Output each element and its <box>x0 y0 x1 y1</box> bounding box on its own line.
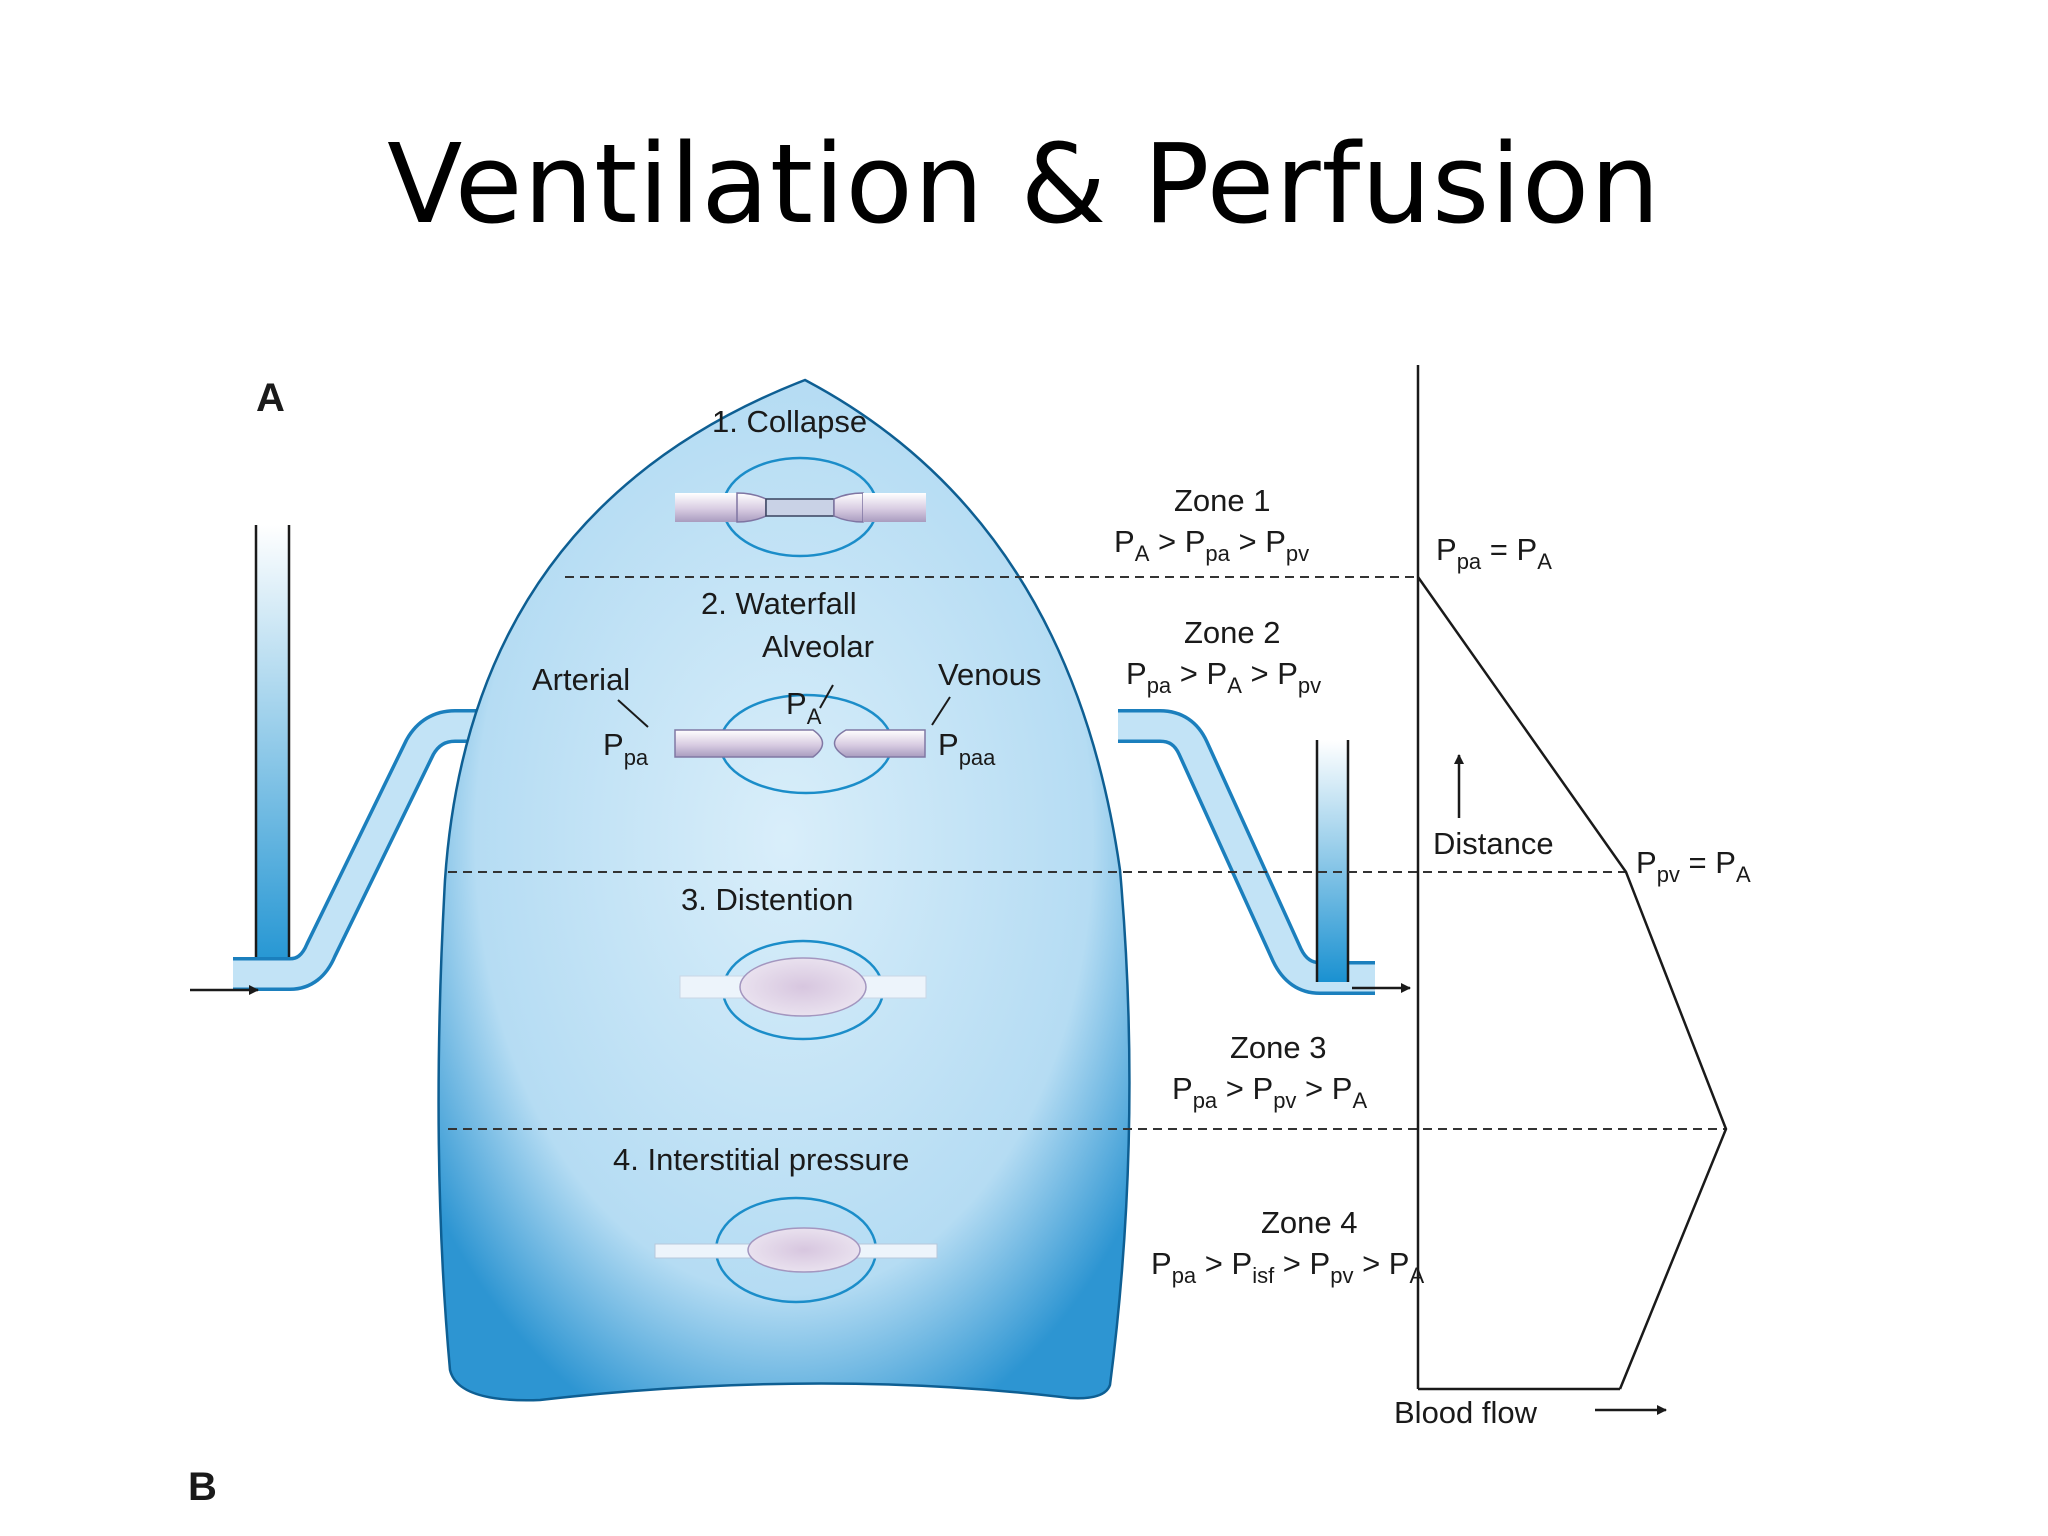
waterfall-alveolus <box>617 684 951 795</box>
slide-title: Ventilation & Perfusion <box>387 120 1661 248</box>
alveolar-label: Alveolar <box>762 629 874 664</box>
arterial-pressure-label: Ppa <box>603 727 649 770</box>
blood-flow-curve <box>1416 576 1728 1390</box>
lung-shape <box>437 378 1131 1402</box>
collapse-alveolus <box>675 456 926 558</box>
zone-3-formula: Ppa > Ppv > PA <box>1172 1071 1367 1113</box>
zone-4-name: Zone 4 <box>1261 1205 1358 1240</box>
zone-1-formula: PA > Ppa > Ppv <box>1114 524 1309 566</box>
arterial-label: Arterial <box>532 662 630 697</box>
distention-label: 3. Distention <box>681 882 853 917</box>
alveolar-pressure-label: PA <box>786 686 822 729</box>
blood-flow-graph <box>1416 365 1728 1415</box>
arterial-pressure-column <box>254 525 291 985</box>
zone-1-name: Zone 1 <box>1174 483 1271 518</box>
interstitial-label: 4. Interstitial pressure <box>613 1142 909 1177</box>
zone-3-name: Zone 3 <box>1230 1030 1327 1065</box>
venous-pressure-column <box>1315 740 1350 982</box>
distance-label: Distance <box>1433 826 1554 861</box>
zone-2-name: Zone 2 <box>1184 615 1281 650</box>
distention-alveolus <box>679 939 927 1041</box>
marker-ppa-equals-pa: Ppa = PA <box>1436 532 1552 574</box>
venous-pressure-label: Ppaa <box>938 727 996 770</box>
zone-2-formula: Ppa > PA > Ppv <box>1126 656 1321 698</box>
waterfall-label: 2. Waterfall <box>701 586 857 621</box>
panel-a-label: A <box>256 376 285 420</box>
zone-4-formula: Ppa > Pisf > Ppv > PA <box>1151 1246 1424 1288</box>
collapse-label: 1. Collapse <box>712 404 867 439</box>
panel-b-label: B <box>188 1465 217 1509</box>
interstitial-alveolus <box>654 1196 938 1304</box>
venous-label: Venous <box>938 657 1041 692</box>
blood-flow-label: Blood flow <box>1394 1395 1538 1430</box>
marker-ppv-equals-pa: Ppv = PA <box>1636 845 1751 887</box>
